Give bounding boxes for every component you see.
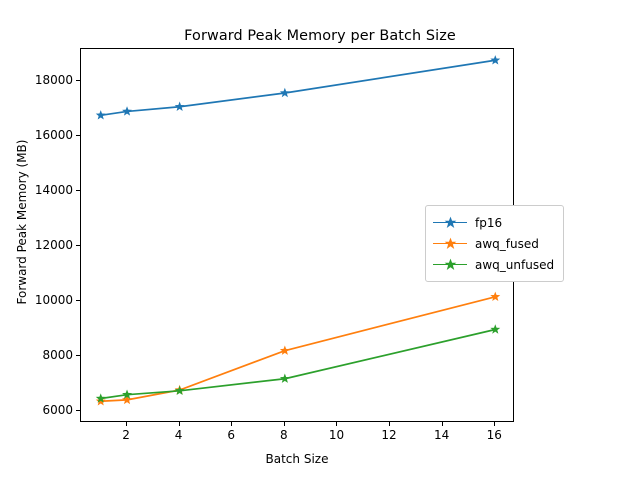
data-point-marker (174, 101, 185, 111)
series-line (100, 59, 496, 117)
x-tick-mark (494, 422, 496, 426)
data-point-marker (490, 55, 501, 65)
x-axis-label: Batch Size (265, 452, 329, 466)
y-tick-label: 10000 (34, 292, 73, 307)
series-line (100, 328, 496, 400)
x-tick-label: 14 (434, 428, 450, 442)
y-tick-label: 12000 (34, 237, 73, 252)
x-tick-label: 6 (227, 428, 236, 442)
data-point-marker (95, 393, 106, 403)
data-point-marker (279, 373, 290, 383)
x-tick-label: 8 (280, 428, 288, 442)
data-point-marker (279, 87, 290, 98)
y-tick-mark (76, 409, 80, 411)
y-tick-label: 8000 (42, 347, 73, 362)
series-awq_unfused (95, 324, 501, 403)
y-tick-mark (76, 244, 80, 246)
legend-swatch-awq-fused (433, 237, 467, 251)
y-tick-label: 18000 (34, 72, 73, 87)
star-marker-icon (444, 258, 457, 270)
y-tick-label: 14000 (34, 182, 73, 197)
data-point-marker (95, 396, 106, 406)
legend-swatch-fp16 (433, 216, 467, 230)
data-point-marker (122, 106, 132, 116)
x-tick-mark (231, 422, 233, 426)
data-point-marker (174, 385, 185, 396)
y-tick-mark (76, 354, 80, 356)
y-tick-mark (76, 299, 80, 301)
x-tick-mark (178, 422, 180, 426)
star-marker-icon (444, 237, 457, 249)
legend[interactable]: fp16 awq_fused awq_unfused (425, 205, 565, 282)
data-point-marker (490, 324, 501, 334)
x-tick-mark (336, 422, 338, 426)
data-point-marker (279, 345, 290, 355)
star-marker-icon (444, 216, 457, 228)
y-tick-mark (76, 134, 80, 136)
x-tick-mark (283, 422, 285, 426)
y-tick-label: 6000 (42, 402, 73, 417)
legend-item-awq-unfused[interactable]: awq_unfused (433, 254, 554, 275)
x-tick-label: 2 (122, 428, 130, 442)
x-tick-mark (126, 422, 128, 426)
y-tick-mark (76, 79, 80, 81)
data-point-marker (490, 291, 501, 301)
y-tick-label: 16000 (34, 127, 73, 142)
legend-label-awq-unfused: awq_unfused (475, 257, 555, 272)
series-fp16 (95, 55, 501, 120)
data-point-marker (95, 110, 106, 120)
legend-label-fp16: fp16 (475, 215, 503, 230)
y-tick-mark (76, 189, 80, 191)
legend-swatch-awq-unfused (433, 258, 467, 272)
x-tick-mark (441, 422, 443, 426)
x-tick-label: 16 (486, 428, 502, 442)
series-awq_fused (95, 291, 501, 406)
legend-item-awq-fused[interactable]: awq_fused (433, 233, 554, 254)
data-point-marker (122, 394, 132, 405)
legend-item-fp16[interactable]: fp16 (433, 212, 554, 233)
x-tick-label: 4 (174, 428, 183, 442)
series-canvas (95, 55, 501, 406)
x-tick-mark (389, 422, 391, 426)
data-point-marker (122, 389, 132, 399)
chart-title: Forward Peak Memory per Batch Size (184, 28, 456, 44)
series-line (100, 295, 496, 403)
x-tick-label: 10 (328, 428, 345, 442)
legend-label-awq-fused: awq_fused (475, 236, 539, 251)
x-tick-label: 12 (381, 428, 397, 442)
